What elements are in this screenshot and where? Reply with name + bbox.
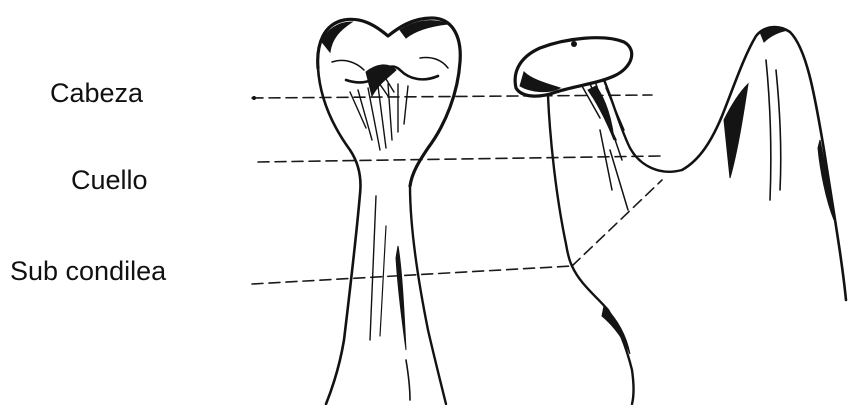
coronoid-shade-right	[818, 140, 834, 220]
lateral-neck-back	[604, 80, 682, 172]
condyle-lateral-view	[515, 27, 846, 404]
coronoid-tip-shade	[760, 27, 788, 42]
frontal-shaft-line-1	[370, 196, 376, 340]
level-lines	[252, 95, 662, 284]
coronoid-hatch	[766, 60, 781, 200]
oblique-subcondylar-line	[572, 180, 662, 266]
frontal-shaft-shade	[396, 246, 406, 350]
lateral-neck-front	[548, 96, 572, 266]
head-level-dot	[252, 96, 256, 100]
frontal-head-shade-left	[322, 22, 352, 52]
subcondylar-level-line	[252, 266, 572, 284]
frontal-shaft-line-2	[380, 226, 386, 336]
lateral-head-dot	[571, 41, 577, 47]
frontal-shaft-line-3	[406, 360, 410, 400]
condyle-frontal-view	[318, 18, 461, 404]
frontal-right-side	[410, 186, 446, 404]
frontal-head-shade-center	[366, 65, 396, 96]
lateral-head-shade	[520, 72, 560, 92]
frontal-left-side	[318, 68, 361, 404]
neck-level-line	[258, 156, 660, 162]
